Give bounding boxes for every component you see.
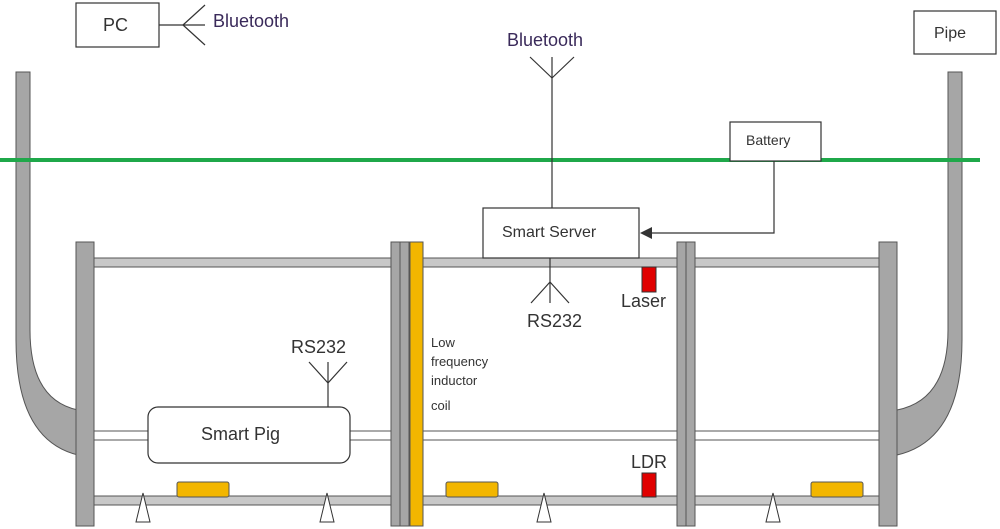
- smart-pig-label: Smart Pig: [201, 424, 280, 444]
- right-inner-post-left: [676, 241, 687, 527]
- server-rs232-antenna-icon: [530, 258, 570, 304]
- top-rail: [92, 257, 884, 268]
- pc-antenna-icon: [159, 4, 206, 46]
- left-post: [75, 241, 95, 527]
- laser-label: Laser: [621, 291, 666, 311]
- server-antenna-icon: [529, 56, 575, 208]
- pc-bluetooth-label: Bluetooth: [213, 11, 289, 31]
- ldr-sensor: [641, 472, 657, 498]
- pig-rs232-label: RS232: [291, 337, 346, 357]
- sensor-pad-1: [176, 481, 230, 498]
- coil-label-line4: coil: [431, 398, 451, 413]
- sensor-pad-2: [445, 481, 499, 498]
- pipe-box: [913, 10, 997, 55]
- server-bluetooth-label: Bluetooth: [507, 30, 583, 50]
- wheel-4-icon: [765, 492, 781, 523]
- wheel-1-icon: [135, 492, 151, 523]
- battery-label: Battery: [746, 132, 790, 148]
- smart-server-label: Smart Server: [502, 224, 597, 241]
- smart-server-box: [482, 207, 640, 259]
- smart-pig-box: [147, 406, 351, 464]
- pipe-label: Pipe: [934, 25, 966, 42]
- center-post-left: [390, 241, 401, 527]
- right-post: [878, 241, 898, 527]
- sensor-pad-3: [810, 481, 864, 498]
- center-post-right: [399, 241, 410, 527]
- server-rs232-label: RS232: [527, 311, 582, 331]
- battery-wire: [650, 161, 775, 234]
- wheel-3-icon: [536, 492, 552, 523]
- coil-label-line1: Low: [431, 335, 455, 350]
- inductor-coil: [409, 241, 424, 527]
- coil-label-line3: inductor: [431, 373, 478, 388]
- laser-sensor: [641, 266, 657, 293]
- pig-rs232-antenna-icon: [308, 361, 348, 407]
- battery-arrow-icon: [640, 227, 652, 239]
- wheel-2-icon: [319, 492, 335, 523]
- ldr-label: LDR: [631, 452, 667, 472]
- pc-label: PC: [103, 15, 128, 35]
- battery-box: [729, 121, 822, 162]
- left-pipe-elbow: [15, 71, 79, 456]
- right-inner-post-right: [685, 241, 696, 527]
- right-pipe-elbow: [896, 71, 963, 456]
- coil-label-line2: frequency: [431, 354, 489, 369]
